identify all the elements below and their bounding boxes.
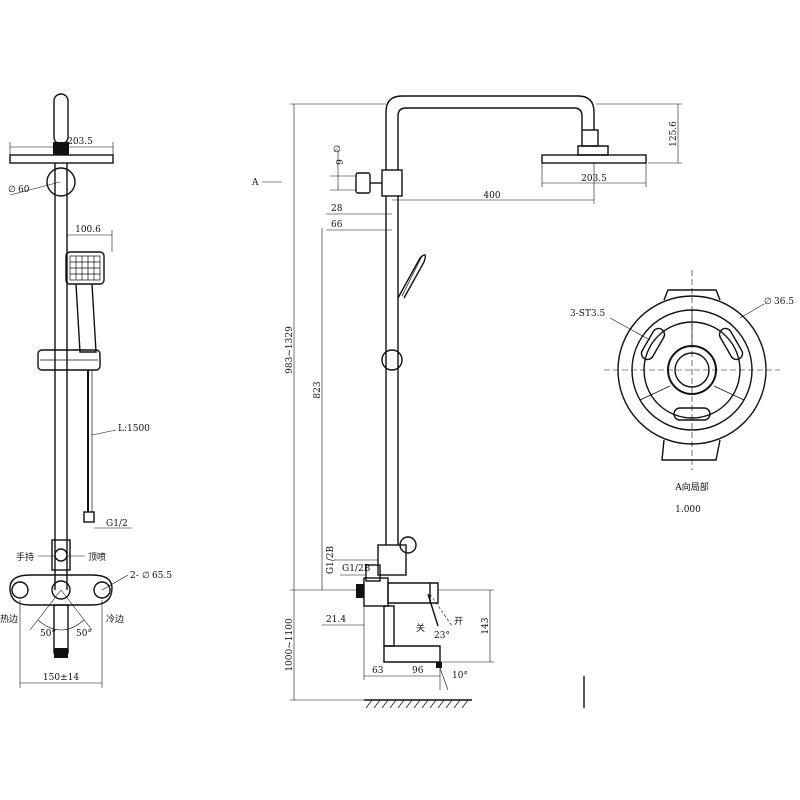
angle-right: 50° [76,629,92,639]
cartridge [430,582,439,604]
diverter-knob [54,548,68,562]
center-side-view: A 983~1329 823 1000~1100 9 ∅ 28 66 400 2… [251,95,682,709]
dim-400: 400 [483,191,500,201]
dim-holes-dia: 65.5 [152,571,172,581]
screw-slot-1 [640,327,666,361]
label-handheld: 手持 [16,551,34,563]
top-valve [381,169,403,197]
detail-view-a: 3-ST3.5 ∅ 36.5 A向局部 1.000 [570,270,794,515]
angle-23: 23° [434,631,450,641]
dim-dia-60: 60 [18,185,30,195]
mixer-inlet [365,564,381,582]
mixer-handle-hub [51,580,71,600]
dim-drop: 125.6 [669,121,679,147]
arm-inner [397,107,583,170]
thread-1: G1/2B [326,545,336,574]
hand-shower-side [397,254,427,299]
marker-a: A [251,178,259,188]
dim-head-width: 203.5 [67,137,93,147]
dim-96: 96 [412,666,424,676]
shower-head-side [9,154,114,164]
dim-spacing: 150±14 [43,673,79,683]
dim-28: 28 [331,204,343,214]
dim-63: 63 [372,666,384,676]
spout-down [53,604,69,654]
diverter-top [399,536,417,554]
dim-head: 203.5 [581,174,607,184]
dim-9-symbol: ∅ [333,145,341,155]
spout-tip [54,648,68,658]
dim-height-range: 983~1329 [285,326,295,374]
dim-21-4: 21.4 [326,615,346,625]
label-top-spray: 顶喷 [88,552,106,563]
mixer-flange [363,577,389,607]
dim-823: 823 [313,381,323,398]
mixer-lever [427,593,439,627]
slider-bracket [37,349,101,371]
detail-scale: 1.000 [675,505,701,515]
detail-caption: A向局部 [674,481,709,493]
diverter-ring [46,167,76,197]
dim-9: 9 [336,159,346,165]
dim-holes-dia-symbol: ∅ [142,571,150,581]
label-hot: 热边 [0,613,18,625]
thread-2: G1/2B [342,564,371,574]
arm-outer [385,95,595,170]
label-open: 开 [454,616,463,627]
angle-10: 10° [452,671,468,681]
spout-outlet [436,662,442,668]
hose-nut [83,511,95,523]
hand-shower-head [65,251,105,285]
hand-shower-handle [75,283,97,353]
arm-top [53,93,69,145]
screw-slot-2 [718,327,744,361]
dim-bracket: 100.6 [75,225,101,235]
label-screws: 3-ST3.5 [570,309,606,319]
valve-body-upper [51,539,71,571]
dim-dia: 36.5 [774,297,794,307]
cold-inlet [93,581,111,599]
hose-length: L:1500 [118,424,150,434]
head-connector [53,142,69,155]
dim-66: 66 [331,220,343,230]
angle-left: 50° [40,629,56,639]
slider [381,349,403,371]
top-knob [355,172,371,194]
label-close: 关 [416,622,425,634]
bath-spout [383,645,441,663]
hot-inlet [11,581,29,599]
mixer-body-side [387,582,431,604]
dim-dia-60-symbol: ∅ [8,185,16,195]
wall-connector [356,584,364,598]
spout-stem [383,605,395,647]
hose-thread: G1/2 [106,519,128,529]
arm-joint [581,129,599,147]
dim-holes: 2- [130,571,139,581]
shower-head [541,154,647,164]
dim-143: 143 [481,617,491,634]
left-front-view: 203.5 ∅ 60 100.6 L:1500 G1/2 手持 顶喷 2- ∅ … [0,93,172,688]
label-cold: 冷边 [106,613,124,625]
floor-hatch [365,699,469,709]
detail-bottom-tab [661,439,721,461]
mixer-body [9,574,113,606]
dim-base-range: 1000~1100 [285,618,295,672]
dim-dia-symbol: ∅ [764,297,772,307]
